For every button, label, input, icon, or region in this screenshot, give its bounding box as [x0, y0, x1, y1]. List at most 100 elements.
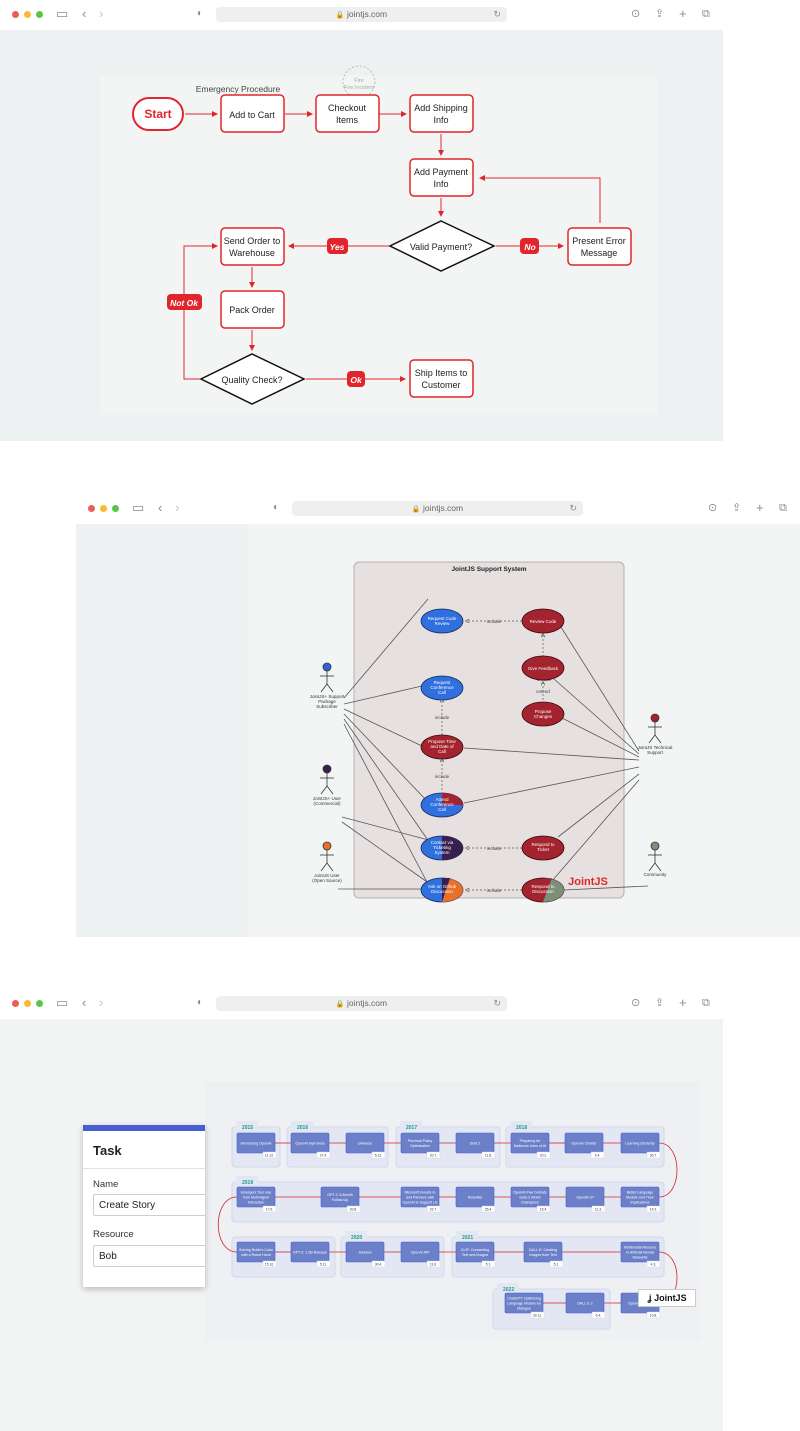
share-icon[interactable]: ⇪	[732, 502, 742, 514]
svg-text:Ok: Ok	[350, 375, 363, 385]
usecase-ask-github-discussion[interactable]: Ask on Github Discussion	[420, 877, 464, 903]
flowchart-canvas: Emergency Procedure Fire Fire Incident	[100, 65, 657, 415]
address-bar[interactable]: 🔒 jointjs.com ↻	[216, 7, 507, 22]
back-icon[interactable]: ‹	[158, 500, 163, 515]
ship-items-node[interactable]: Ship Items to Customer	[409, 359, 474, 398]
event-label: MuseNet	[468, 1195, 482, 1199]
tabs-icon[interactable]: ⧉	[702, 8, 710, 20]
download-icon[interactable]: ⊙	[631, 997, 641, 1009]
add-shipping-info-node[interactable]: Add Shipping Info	[409, 94, 474, 133]
include-label: include	[435, 774, 450, 779]
share-icon[interactable]: ⇪	[655, 997, 665, 1009]
usecase-request-conference-call[interactable]: Request Conference Call	[420, 675, 464, 701]
minimize-window-button[interactable]	[24, 1000, 31, 1007]
present-error-node[interactable]: Present Error Message	[567, 227, 632, 266]
zoom-window-button[interactable]	[36, 11, 43, 18]
close-window-button[interactable]	[12, 1000, 19, 1007]
reload-icon[interactable]: ↻	[493, 998, 501, 1008]
forward-icon[interactable]: ›	[99, 995, 104, 1010]
usecase-propose-time[interactable]: Propose Time and Date of Call	[420, 734, 464, 760]
reload-icon[interactable]: ↻	[493, 9, 501, 19]
download-icon[interactable]: ⊙	[631, 8, 641, 20]
flow-links	[183, 111, 601, 382]
svg-text:Start: Start	[144, 107, 171, 121]
usecase-respond-to-discussion[interactable]: Respond to Discussion	[521, 877, 565, 903]
usecase-respond-to-ticket[interactable]: Respond to Ticket	[521, 835, 565, 861]
share-icon[interactable]: ⇪	[655, 8, 665, 20]
back-icon[interactable]: ‹	[82, 995, 87, 1010]
new-tab-icon[interactable]: +	[756, 500, 764, 515]
tabs-icon[interactable]: ⧉	[702, 997, 710, 1009]
add-to-cart-node[interactable]: Add to Cart	[220, 94, 285, 133]
tabs-icon[interactable]: ⧉	[779, 502, 787, 514]
reload-icon[interactable]: ↻	[569, 503, 577, 513]
valid-payment-decision[interactable]: Valid Payment?	[388, 220, 496, 272]
event-label: Malicious Uses of AI	[514, 1144, 546, 1148]
add-payment-info-node[interactable]: Add Payment Info	[409, 158, 474, 197]
forward-icon[interactable]: ›	[99, 6, 104, 21]
usecase-give-feedback[interactable]: Give Feedback	[521, 655, 565, 681]
timeline-event-card[interactable]: Dota 211.8.	[455, 1132, 496, 1159]
jointjs-logo: JointJS	[568, 876, 608, 888]
browser-window-flowchart: ▭ ‹ › ◐ 🔒 jointjs.com ↻ ⊙ ⇪ + ⧉ Emergenc…	[0, 0, 723, 441]
address-bar[interactable]: 🔒 jointjs.com ↻	[292, 501, 583, 516]
new-tab-icon[interactable]: +	[679, 995, 687, 1010]
quality-check-decision[interactable]: Quality Check?	[199, 353, 306, 405]
new-tab-icon[interactable]: +	[679, 6, 687, 21]
forward-icon[interactable]: ›	[175, 500, 180, 515]
usecase-review-code[interactable]: Review Code	[521, 608, 565, 634]
start-node[interactable]: Start	[132, 97, 184, 131]
address-bar[interactable]: 🔒 jointjs.com ↻	[216, 996, 507, 1011]
send-order-node[interactable]: Send Order to Warehouse	[220, 227, 285, 266]
sidebar-icon[interactable]: ▭	[132, 500, 145, 515]
event-label: Models and Their	[626, 1195, 655, 1199]
pack-order-node[interactable]: Pack Order	[220, 290, 285, 329]
usecase-attend-conference-call[interactable]: Attend Conference Call	[420, 792, 464, 818]
shield-icon[interactable]: ◐	[197, 8, 204, 19]
name-field[interactable]: Create Story	[93, 1194, 205, 1216]
download-icon[interactable]: ⊙	[708, 502, 718, 514]
minimize-window-button[interactable]	[24, 11, 31, 18]
close-window-button[interactable]	[88, 505, 95, 512]
zoom-window-button[interactable]	[36, 1000, 43, 1007]
checkout-items-node[interactable]: Checkout Items	[315, 94, 380, 133]
minimize-window-button[interactable]	[100, 505, 107, 512]
resource-field[interactable]: Bob	[93, 1245, 205, 1267]
zoom-window-button[interactable]	[112, 505, 119, 512]
event-date: 11.6.	[430, 1262, 437, 1266]
sidebar-icon[interactable]: ▭	[56, 995, 69, 1010]
usecase-propose-changes[interactable]: Propose Changes	[521, 701, 565, 727]
close-window-button[interactable]	[12, 11, 19, 18]
usecase-contact-ticketing[interactable]: Contact via Ticketing System	[420, 835, 464, 861]
timeline-event-card[interactable]: DALL·E 26.4.	[565, 1292, 606, 1319]
usecase-request-code-review[interactable]: Request Code Review	[420, 608, 464, 634]
svg-text:Support: Support	[647, 750, 664, 755]
shield-icon[interactable]: ◐	[273, 502, 280, 513]
back-icon[interactable]: ‹	[82, 6, 87, 21]
svg-text:Items: Items	[336, 115, 359, 125]
shield-icon[interactable]: ◐	[197, 997, 204, 1008]
sidebar-icon[interactable]: ▭	[56, 6, 69, 21]
